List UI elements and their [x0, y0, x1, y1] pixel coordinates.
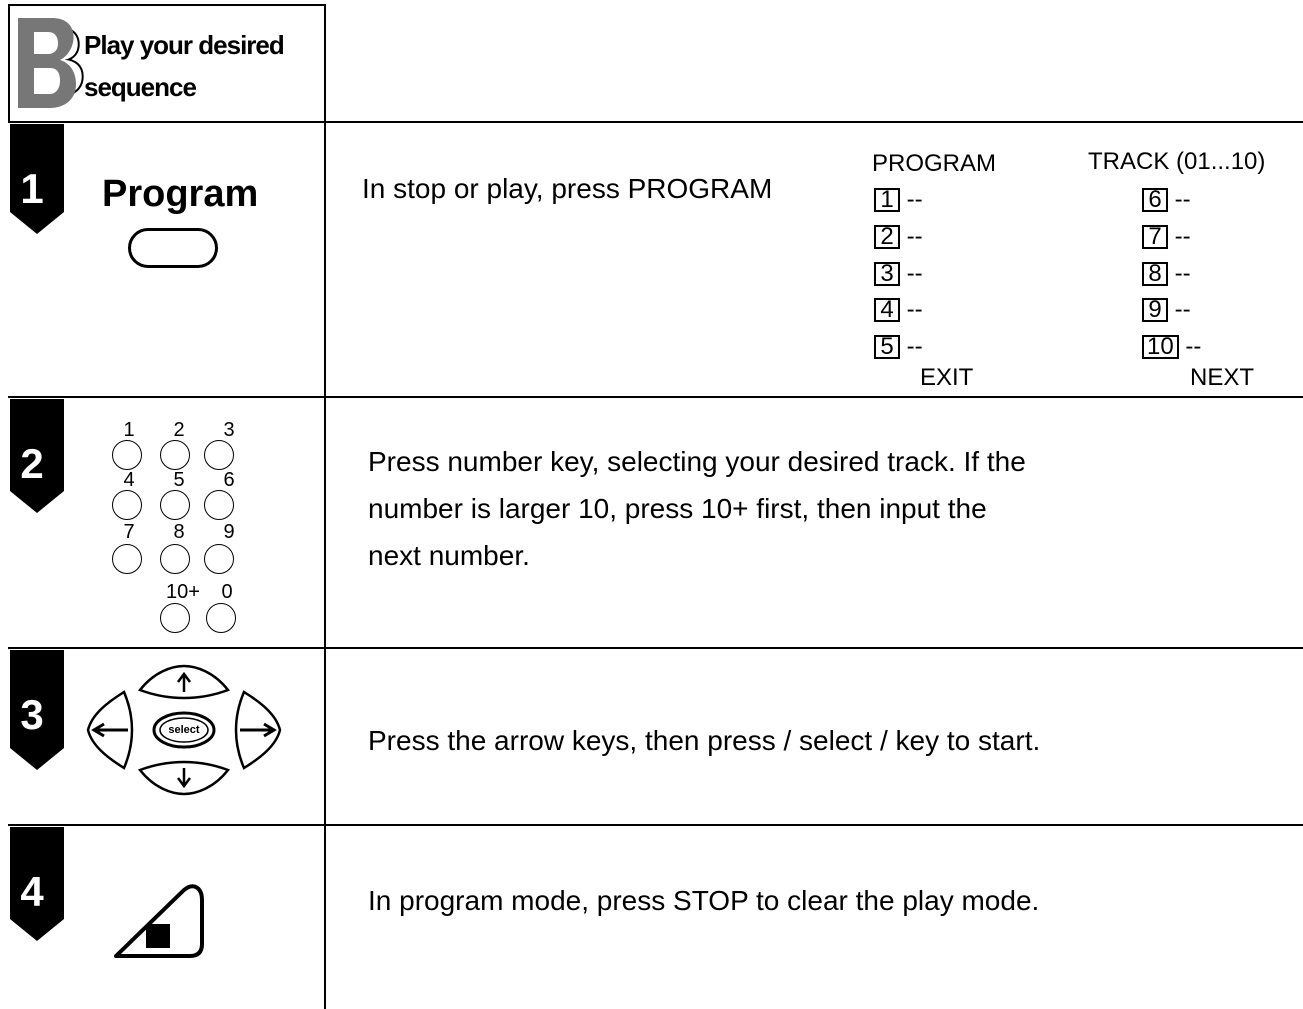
osd-slot-number: 8 — [1142, 262, 1168, 286]
keypad-key — [204, 490, 234, 520]
osd-slot-value: -- — [1174, 296, 1191, 323]
keypad-label: 1 — [123, 419, 135, 441]
keypad-label: 5 — [173, 469, 185, 491]
keypad-label: 6 — [223, 469, 235, 491]
osd-slot: 7 -- — [1142, 225, 1191, 249]
keypad-label: 2 — [173, 419, 185, 441]
osd-slot-value: -- — [906, 260, 923, 287]
row-divider-2 — [8, 647, 1303, 649]
row-divider-1 — [8, 396, 1303, 398]
osd-slot: 3 -- — [874, 262, 923, 286]
osd-slot-value: -- — [1174, 186, 1191, 213]
keypad-key — [204, 544, 234, 574]
step-1-instruction: In stop or play, press PROGRAM — [362, 173, 773, 204]
keypad-key — [204, 440, 234, 470]
keypad-key — [112, 440, 142, 470]
step-number-4: 4 — [20, 868, 44, 915]
keypad-label: 8 — [173, 521, 185, 543]
osd-slot: 9 -- — [1142, 298, 1191, 322]
osd-slot-value: -- — [1185, 333, 1202, 360]
osd-slot-number: 3 — [874, 262, 900, 286]
column-divider — [324, 4, 326, 1009]
osd-slot: 6 -- — [1142, 188, 1191, 212]
step-number-1: 1 — [20, 165, 44, 212]
step-2-instruction-line3: next number. — [368, 540, 530, 571]
keypad-key — [160, 603, 190, 633]
keypad-label: 4 — [123, 469, 135, 491]
select-key-label: select — [168, 724, 200, 736]
osd-slot: 8 -- — [1142, 262, 1191, 286]
keypad-key — [112, 544, 142, 574]
osd-slot-value: -- — [906, 223, 923, 250]
osd-slot-value: -- — [906, 186, 923, 213]
program-button-icon — [128, 228, 218, 268]
osd-slot-number: 5 — [874, 335, 900, 359]
keypad-label: 10+ — [166, 581, 200, 603]
step-badge-1: 1 — [10, 124, 64, 234]
osd-header-right: TRACK (01...10) — [1088, 148, 1266, 175]
step-2-instruction-line1: Press number key, selecting your desired… — [368, 446, 1026, 477]
osd-slot: 5 -- — [874, 335, 923, 359]
stop-button-icon — [110, 884, 206, 960]
osd-slot-value: -- — [906, 333, 923, 360]
osd-slot: 2 -- — [874, 225, 923, 249]
program-key-label: Program — [102, 173, 259, 215]
osd-slot-number: 4 — [874, 298, 900, 322]
osd-slot-number: 2 — [874, 225, 900, 249]
keypad-key — [206, 603, 236, 633]
step-badge-2: 2 — [10, 399, 64, 513]
osd-next-label: NEXT — [1190, 364, 1255, 391]
osd-slot: 4 -- — [874, 298, 923, 322]
step-number-3: 3 — [20, 691, 44, 738]
keypad-label: 0 — [221, 581, 233, 603]
osd-slot: 10 -- — [1142, 335, 1201, 359]
row-divider-3 — [8, 824, 1303, 826]
step-number-2: 2 — [20, 440, 44, 487]
keypad-label: 9 — [223, 521, 235, 543]
arrow-pad-icon: select — [84, 660, 284, 800]
section-title-line1: Play your desired — [84, 30, 285, 60]
osd-slot-number: 10 — [1142, 335, 1179, 359]
osd-slot-number: 7 — [1142, 225, 1168, 249]
top-border — [8, 4, 326, 6]
section-letter-shadow — [14, 14, 80, 110]
step-badge-3: 3 — [10, 650, 64, 770]
keypad-key — [160, 440, 190, 470]
keypad-key — [160, 490, 190, 520]
step-badge-4: 4 — [10, 827, 64, 941]
osd-exit-label: EXIT — [920, 364, 974, 391]
keypad-key — [160, 544, 190, 574]
osd-header-left: PROGRAM — [872, 150, 997, 177]
row-divider-header — [8, 121, 1303, 123]
osd-slot-number: 6 — [1142, 188, 1168, 212]
left-border — [8, 4, 10, 122]
osd-slot-value: -- — [906, 296, 923, 323]
step-4-instruction: In program mode, press STOP to clear the… — [368, 885, 1040, 916]
osd-slot-value: -- — [1174, 223, 1191, 250]
osd-slot-number: 1 — [874, 188, 900, 212]
keypad-label: 7 — [123, 521, 135, 543]
osd-slot-value: -- — [1174, 260, 1191, 287]
section-title-line2: sequence — [84, 72, 197, 102]
osd-slot: 1 -- — [874, 188, 923, 212]
keypad-label: 3 — [223, 419, 235, 441]
osd-slot-number: 9 — [1142, 298, 1168, 322]
step-3-instruction: Press the arrow keys, then press / selec… — [368, 725, 1041, 756]
keypad-key — [112, 490, 142, 520]
step-2-instruction-line2: number is larger 10, press 10+ first, th… — [368, 493, 987, 524]
